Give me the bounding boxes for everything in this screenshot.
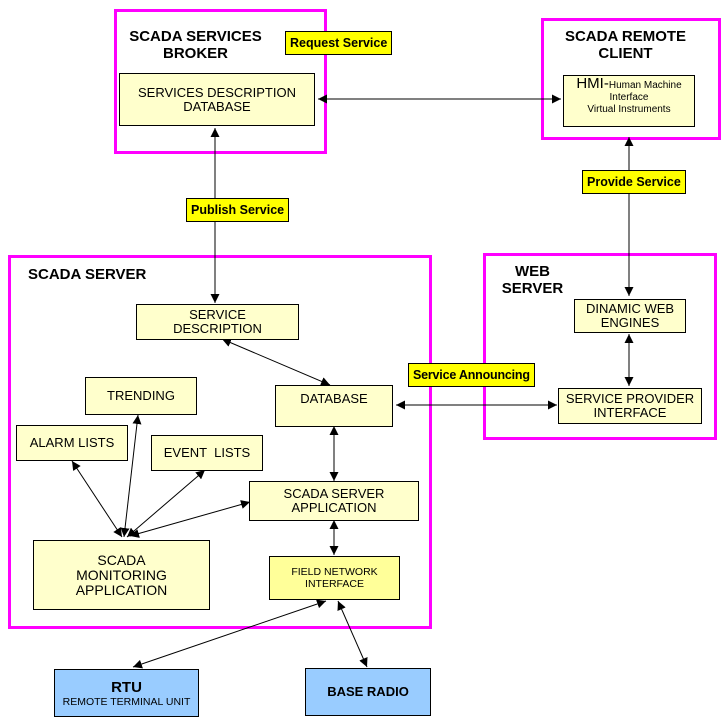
database-node[interactable]: DATABASE bbox=[275, 385, 393, 427]
dinamic-web-engines[interactable]: DINAMIC WEB ENGINES bbox=[574, 299, 686, 333]
provide-service-label: Provide Service bbox=[582, 170, 686, 194]
web-server-title: WEB SERVER bbox=[495, 263, 570, 297]
hmi-node[interactable]: HMI-Human Machine Interface Virtual Inst… bbox=[563, 75, 695, 127]
fni-line2: INTERFACE bbox=[305, 578, 364, 590]
scada-server-title-text: SCADA SERVER bbox=[28, 266, 147, 283]
service-provider-interface[interactable]: SERVICE PROVIDER INTERFACE bbox=[558, 388, 702, 424]
fni-line1: FIELD NETWORK bbox=[291, 566, 378, 578]
sma-line2: MONITORING bbox=[76, 566, 167, 583]
scada-monitoring-application[interactable]: SCADA MONITORING APPLICATION bbox=[33, 540, 210, 610]
remote-client-title: SCADA REMOTE CLIENT bbox=[548, 28, 703, 62]
dwe-line2: ENGINES bbox=[600, 315, 660, 330]
services-description-database[interactable]: SERVICES DESCRIPTION DATABASE bbox=[119, 73, 315, 126]
service-announcing-label: Service Announcing bbox=[408, 363, 535, 387]
event-lists-node[interactable]: EVENT LISTS bbox=[151, 435, 263, 471]
sma-line1: SCADA bbox=[97, 551, 146, 568]
service-description[interactable]: SERVICE DESCRIPTION bbox=[136, 304, 299, 340]
trending-node[interactable]: TRENDING bbox=[85, 377, 197, 415]
dwe-line1: DINAMIC WEB bbox=[585, 301, 675, 316]
web-server-title-line1: WEB bbox=[515, 263, 550, 280]
web-server-title-line2: SERVER bbox=[501, 280, 564, 297]
hmi-line1: HMI-Human Machine bbox=[576, 75, 682, 92]
spi-line2: INTERFACE bbox=[593, 405, 667, 420]
field-network-interface[interactable]: FIELD NETWORK INTERFACE bbox=[269, 556, 400, 600]
broker-title-line2: BROKER bbox=[162, 45, 228, 62]
database-line1: DATABASE bbox=[300, 391, 368, 406]
remote-client-title-line1: SCADA REMOTE bbox=[564, 28, 687, 45]
alarm-lists-node[interactable]: ALARM LISTS bbox=[16, 425, 128, 461]
broker-title: SCADA SERVICES BROKER bbox=[118, 28, 273, 62]
group-web-server bbox=[483, 253, 717, 440]
sd-line1: SERVICE bbox=[189, 307, 246, 322]
hmi-line2: Interface bbox=[609, 92, 649, 103]
broker-title-line1: SCADA SERVICES bbox=[129, 28, 262, 45]
group-scada-services-broker bbox=[114, 9, 327, 154]
spi-line1: SERVICE PROVIDER bbox=[565, 391, 695, 406]
trending-line1: TRENDING bbox=[107, 388, 175, 403]
rtu-line2: REMOTE TERMINAL UNIT bbox=[62, 695, 191, 708]
scada-server-application[interactable]: SCADA SERVER APPLICATION bbox=[249, 481, 419, 521]
hmi-line3: Virtual Instruments bbox=[587, 104, 671, 115]
sd-line2: DESCRIPTION bbox=[173, 321, 262, 336]
hmi-prefix: HMI- bbox=[576, 75, 609, 92]
request-service-label: Request Service bbox=[285, 31, 393, 55]
scada-server-title: SCADA SERVER bbox=[28, 266, 146, 283]
hmi-line1-text: Human Machine bbox=[608, 80, 682, 91]
rtu-line1: RTU bbox=[111, 678, 142, 696]
rtu-node[interactable]: RTU REMOTE TERMINAL UNIT bbox=[54, 669, 199, 717]
alarm-lists-line1: ALARM LISTS bbox=[29, 435, 115, 450]
sddb-line1: SERVICES DESCRIPTION bbox=[138, 84, 296, 100]
base-radio-node[interactable]: BASE RADIO bbox=[305, 668, 431, 716]
ssa-line1: SCADA SERVER bbox=[283, 486, 385, 501]
publish-service-label: Publish Service bbox=[186, 198, 290, 222]
event-lists-line1: EVENT LISTS bbox=[163, 445, 251, 460]
sma-line3: APPLICATION bbox=[75, 581, 168, 598]
ssa-line2: APPLICATION bbox=[291, 500, 377, 515]
base-radio-line1: BASE RADIO bbox=[327, 684, 409, 699]
remote-client-title-line2: CLIENT bbox=[598, 45, 653, 62]
sddb-line2: DATABASE bbox=[183, 98, 251, 114]
